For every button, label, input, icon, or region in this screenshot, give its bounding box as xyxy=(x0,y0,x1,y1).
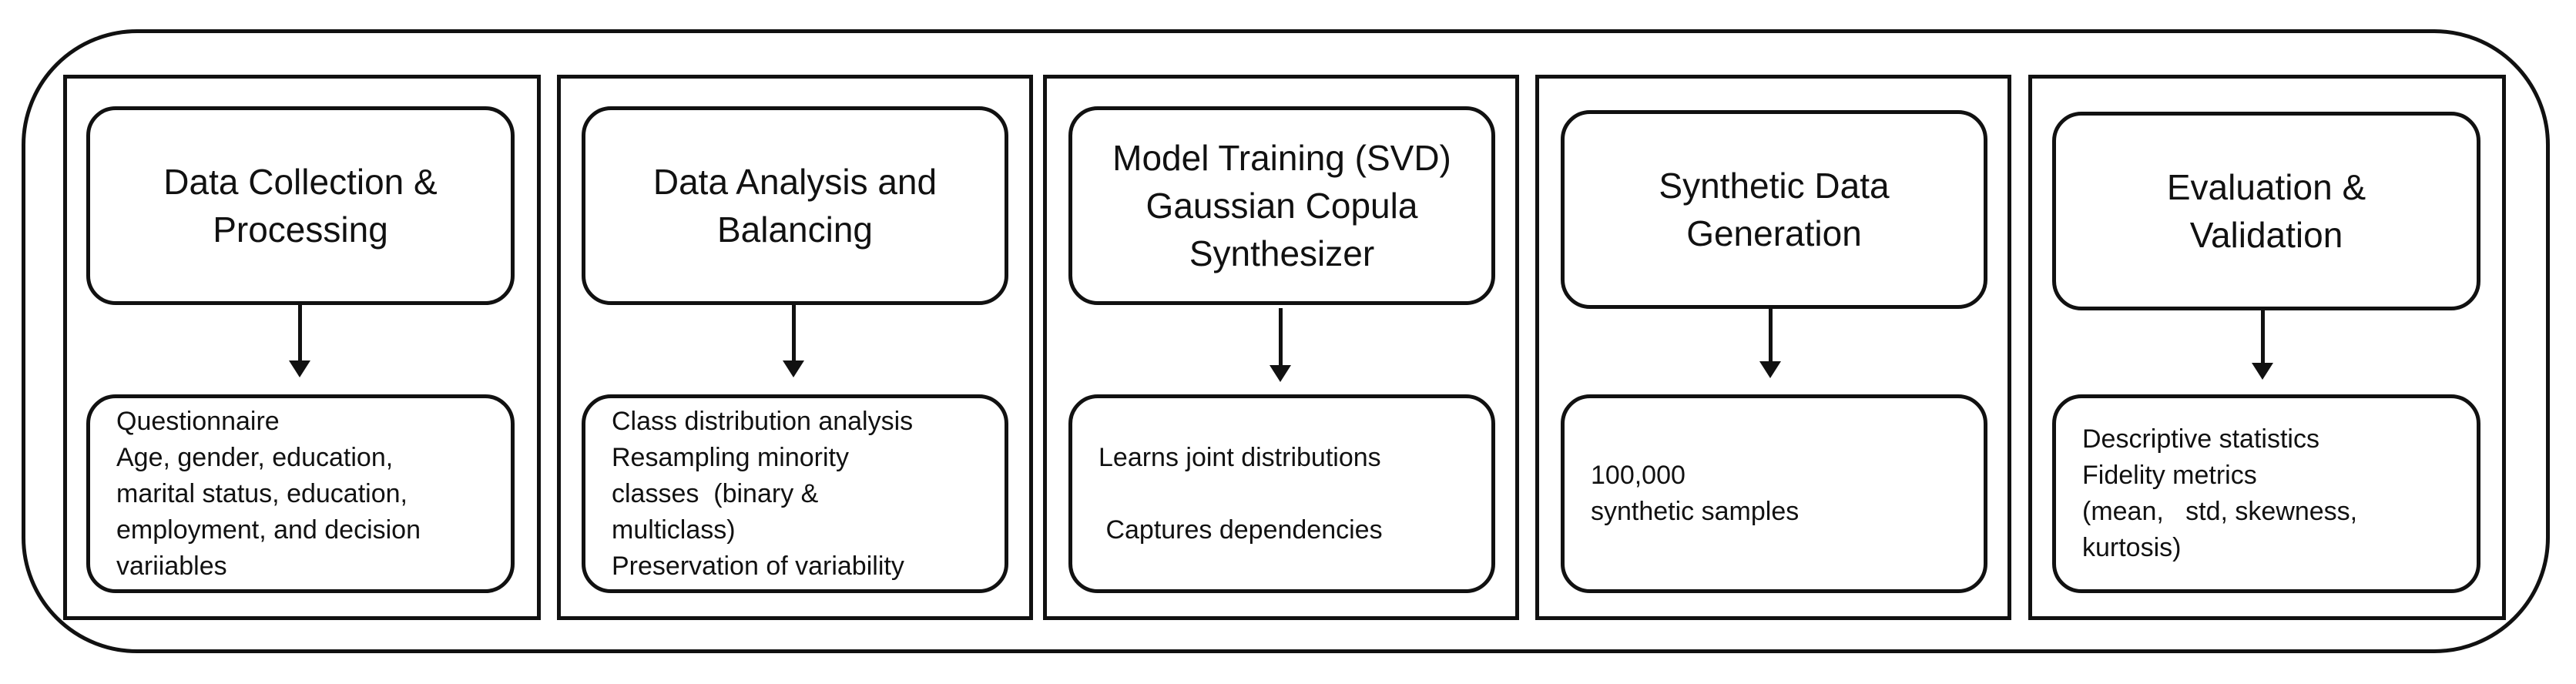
stage-1-detail: Questionnaire xyxy=(116,406,280,436)
stage-1-detail: variiables xyxy=(116,551,227,581)
stage-3-detail: Captures dependencies xyxy=(1098,515,1383,545)
stage-2-detail: multiclass) xyxy=(612,515,736,545)
stage-5-detail: (mean, std, skewness, xyxy=(2082,497,2358,526)
stage-5-title: Evaluation & Validation xyxy=(2166,167,2366,255)
stage-4-title-box: Synthetic Data Generation xyxy=(1561,110,1987,309)
stage-3-detail-spacer xyxy=(1098,476,1465,512)
stage-4-arrow xyxy=(1759,309,1781,378)
stage-data-collection xyxy=(63,75,541,620)
stage-2-detail: Preservation of variability xyxy=(612,551,904,581)
stage-3-detail: Learns joint distributions xyxy=(1098,442,1381,472)
stage-4-detail-box: 100,000 synthetic samples xyxy=(1561,394,1987,593)
stage-1-detail-box: Questionnaire Age, gender, education, ma… xyxy=(86,394,515,593)
stage-2-arrow xyxy=(783,305,804,377)
stage-5-title-box: Evaluation & Validation xyxy=(2052,112,2480,310)
stage-1-detail: Age, gender, education, xyxy=(116,442,394,472)
stage-5-detail: Descriptive statistics xyxy=(2082,424,2319,454)
stage-1-arrow xyxy=(289,305,310,377)
stage-2-title: Data Analysis and Balancing xyxy=(652,162,937,250)
stage-3-title-box: Model Training (SVD) Gaussian Copula Syn… xyxy=(1068,106,1495,305)
stage-3-arrow xyxy=(1270,308,1291,382)
stage-evaluation xyxy=(2028,75,2506,620)
stage-2-detail-box: Class distribution analysis Resampling m… xyxy=(582,394,1008,593)
stage-1-detail: marital status, education, xyxy=(116,478,408,508)
stage-4-detail: synthetic samples xyxy=(1591,497,1800,526)
stage-synthetic-generation xyxy=(1535,75,2011,620)
stage-1-title-box: Data Collection & Processing xyxy=(86,106,515,305)
stage-2-detail: classes (binary & xyxy=(612,478,819,508)
stage-3-detail-box: Learns joint distributions Captures depe… xyxy=(1068,394,1495,593)
stage-1-title: Data Collection & Processing xyxy=(163,162,438,250)
stage-4-title: Synthetic Data Generation xyxy=(1659,166,1890,253)
stage-4-detail: 100,000 xyxy=(1591,461,1685,490)
stage-3-title: Model Training (SVD) Gaussian Copula Syn… xyxy=(1112,138,1451,273)
stage-5-arrow xyxy=(2252,310,2273,380)
stage-2-title-box: Data Analysis and Balancing xyxy=(582,106,1008,305)
stage-2-detail: Class distribution analysis xyxy=(612,406,914,436)
pipeline-frame xyxy=(22,29,2550,653)
stage-5-detail-box: Descriptive statistics Fidelity metrics … xyxy=(2052,394,2480,593)
stage-5-detail: Fidelity metrics xyxy=(2082,461,2257,490)
stage-2-detail: Resampling minority xyxy=(612,442,849,472)
stage-1-detail: employment, and decision xyxy=(116,515,421,545)
stage-5-detail: kurtosis) xyxy=(2082,533,2182,562)
